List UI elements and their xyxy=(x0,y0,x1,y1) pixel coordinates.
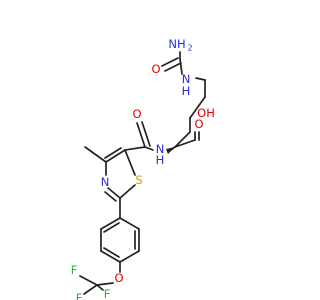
bond-urea-c-o-2 xyxy=(164,62,182,72)
bond-cf3-f2 xyxy=(83,284,98,295)
bond-amide-n-c xyxy=(144,146,154,151)
atom-amide-o: O xyxy=(132,107,141,121)
atom-urea-n: N xyxy=(182,72,191,86)
bond-phenyl-3-inner xyxy=(103,247,120,258)
atom-acid-o: O xyxy=(194,117,203,131)
bond-phenyl-6 xyxy=(119,217,140,230)
bond-cf3-f1 xyxy=(79,275,98,286)
bond-thiazole-n-c2-2 xyxy=(104,191,117,202)
bond-urea-c-n xyxy=(179,58,183,75)
bond-thiazole-methyl xyxy=(84,146,107,163)
atom-urea-o: O xyxy=(151,62,160,76)
atom-nh2-subscript: 2 xyxy=(187,44,192,53)
bond-phenyl-3 xyxy=(100,250,121,263)
atom-f3: F xyxy=(104,287,111,300)
atom-amide-n: N xyxy=(156,142,165,156)
bond-phenyl-1-inner xyxy=(103,222,120,233)
atom-f2: F xyxy=(76,291,83,300)
bond-thiazole-c5-c4 xyxy=(105,149,126,163)
atom-thiazole-n: N xyxy=(101,175,110,189)
bond-o-cf3 xyxy=(96,282,114,286)
atom-thiazole-s: S xyxy=(135,173,142,187)
atom-amide-n-h: H xyxy=(156,153,165,167)
atom-acid-oh: OH xyxy=(197,106,215,120)
atom-urea-n-h: H xyxy=(182,84,191,98)
atom-nh2: NH xyxy=(168,37,185,51)
bond-chain-2 xyxy=(189,96,206,119)
bond-amide-c-o xyxy=(136,122,146,148)
bond-thiazole-c5-c4-2 xyxy=(104,147,122,159)
bond-urea-n-ch2 xyxy=(195,77,206,81)
bond-urea-c-o xyxy=(161,57,179,67)
bond-amide-c-thiazole xyxy=(124,146,146,151)
atom-ether-o: O xyxy=(114,271,123,285)
atom-labels: NH 2 O N H OH O O N H N S O F F F xyxy=(71,37,215,300)
stereo-wedge xyxy=(166,147,175,154)
bond-acid-c-oh xyxy=(174,139,196,148)
bond-thiazole-n-c2 xyxy=(107,187,121,199)
bond-thiazole-s-c5 xyxy=(124,149,136,176)
chemical-structure: NH 2 O N H OH O O N H N S O F F F xyxy=(71,37,215,300)
bond-thiazole-c2-s xyxy=(119,184,136,199)
bond-cf3-f3 xyxy=(96,284,104,291)
bond-phenyl-4 xyxy=(119,250,140,263)
bond-chain-4 xyxy=(174,131,191,148)
bond-amide-c-o-2 xyxy=(141,121,151,147)
bond-phenyl-1 xyxy=(100,217,121,230)
atom-f1: F xyxy=(71,263,78,277)
